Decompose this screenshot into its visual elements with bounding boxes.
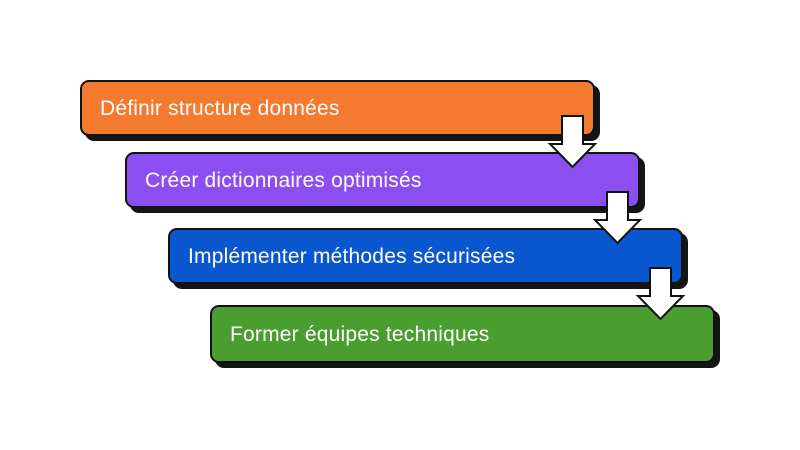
process-step-4-label: Former équipes techniques xyxy=(230,322,490,346)
process-step-1-label: Définir structure données xyxy=(100,96,340,120)
process-step-4[interactable]: Former équipes techniques xyxy=(210,305,715,363)
process-step-3[interactable]: Implémenter méthodes sécurisées xyxy=(168,228,683,284)
process-step-1[interactable]: Définir structure données xyxy=(80,80,595,136)
process-step-2[interactable]: Créer dictionnaires optimisés xyxy=(125,152,640,208)
process-step-3-label: Implémenter méthodes sécurisées xyxy=(188,244,516,268)
process-step-2-label: Créer dictionnaires optimisés xyxy=(145,168,422,192)
